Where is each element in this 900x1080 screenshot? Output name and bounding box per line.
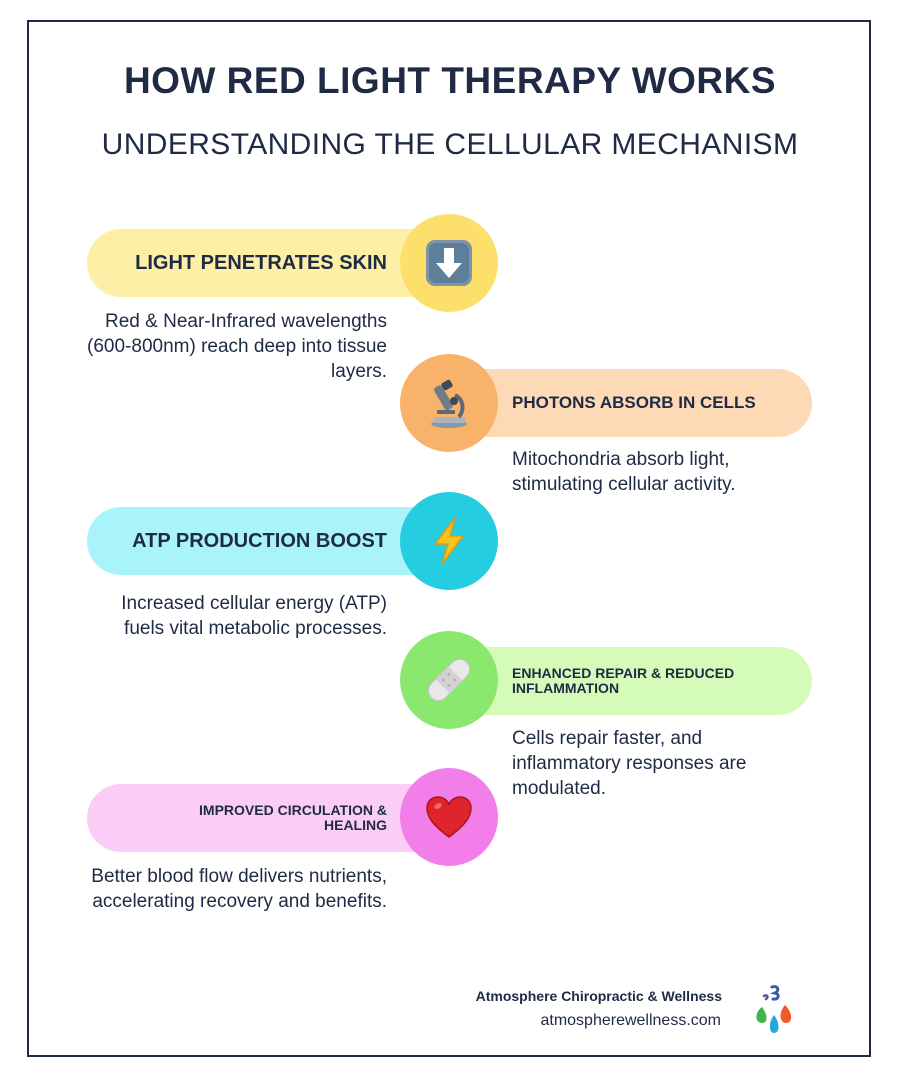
step-4-description: Cells repair faster, and inflammatory re… <box>512 728 747 799</box>
atmosphere-logo <box>756 985 792 1033</box>
footer-url: atmospherewellness.com <box>540 1012 721 1029</box>
step-2-description: Mitochondria absorb light, stimulating c… <box>512 449 736 495</box>
step-1-circle <box>400 214 498 312</box>
step-2-circle <box>400 354 498 452</box>
step-5-label: IMPROVED CIRCULATION & HEALING <box>199 802 387 833</box>
footer-brand-name: Atmosphere Chiropractic & Wellness <box>475 988 722 1004</box>
step-5-circle <box>400 768 498 866</box>
down-arrow-icon <box>426 240 472 286</box>
lightning-icon <box>434 517 464 565</box>
step-5-pill: IMPROVED CIRCULATION & HEALING <box>87 784 447 852</box>
step-1-description: Red & Near-Infrared wavelengths (600-800… <box>87 311 387 382</box>
step-5-description: Better blood flow delivers nutrients, ac… <box>91 866 387 912</box>
page-title: HOW RED LIGHT THERAPY WORKS <box>123 60 777 101</box>
microscope-icon <box>431 379 467 428</box>
step-3-pill: ATP PRODUCTION BOOST <box>87 507 447 575</box>
step-1-label: LIGHT PENETRATES SKIN <box>135 251 387 274</box>
step-2-label: PHOTONS ABSORB IN CELLS <box>512 393 756 413</box>
page-subtitle: UNDERSTANDING THE CELLULAR MECHANISM <box>101 128 799 161</box>
step-4-circle <box>400 631 498 729</box>
step-4-pill: ENHANCED REPAIR & REDUCED INFLAMMATION <box>450 647 812 715</box>
heart-icon <box>426 796 472 838</box>
step-3-label: ATP PRODUCTION BOOST <box>132 529 387 552</box>
bandage-icon <box>427 658 471 702</box>
step-3-circle <box>400 492 498 590</box>
step-4-label: ENHANCED REPAIR & REDUCED INFLAMMATION <box>512 665 735 696</box>
step-2-pill: PHOTONS ABSORB IN CELLS <box>450 369 812 437</box>
step-1-pill: LIGHT PENETRATES SKIN <box>87 229 447 297</box>
step-3-description: Increased cellular energy (ATP) fuels vi… <box>121 593 387 639</box>
